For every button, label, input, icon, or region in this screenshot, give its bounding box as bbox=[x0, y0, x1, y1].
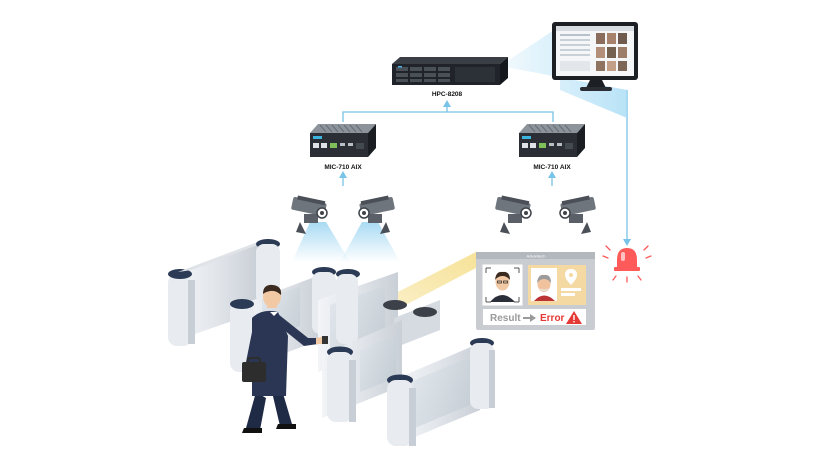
camera-right-a bbox=[495, 195, 532, 234]
camera-left-b bbox=[358, 195, 395, 234]
edge-device-left bbox=[310, 124, 376, 157]
database-match-photo bbox=[528, 265, 586, 305]
result-card: Advantech Result Error bbox=[476, 252, 595, 330]
captured-face-photo bbox=[482, 264, 523, 306]
result-card-header: Advantech bbox=[527, 254, 546, 259]
connector-lines bbox=[342, 90, 628, 242]
person-with-briefcase bbox=[242, 284, 328, 433]
turnstile-gate-front-mid bbox=[322, 320, 402, 422]
camera-left-a bbox=[291, 195, 328, 234]
monitor bbox=[552, 22, 638, 91]
connector-arrowheads bbox=[339, 100, 631, 246]
server-hpc-8208 bbox=[392, 57, 508, 85]
monitor-view-beam bbox=[500, 26, 627, 118]
warning-triangle-icon bbox=[566, 311, 582, 324]
error-label: Error bbox=[540, 313, 565, 324]
camera-right-b bbox=[559, 195, 596, 234]
edge-device-right bbox=[519, 124, 585, 157]
alarm-light-icon bbox=[602, 245, 652, 283]
result-label: Result bbox=[490, 313, 521, 324]
turnstile-gate-front-right bbox=[387, 338, 495, 446]
camera-cone-left-a bbox=[292, 222, 350, 262]
arrow-right-icon bbox=[523, 314, 536, 322]
server-label: HPC-8208 bbox=[432, 91, 463, 98]
edge-device-right-label: MIC-710 AIX bbox=[533, 164, 571, 171]
edge-device-left-label: MIC-710 AIX bbox=[324, 164, 362, 171]
camera-cone-left-b bbox=[340, 222, 400, 262]
